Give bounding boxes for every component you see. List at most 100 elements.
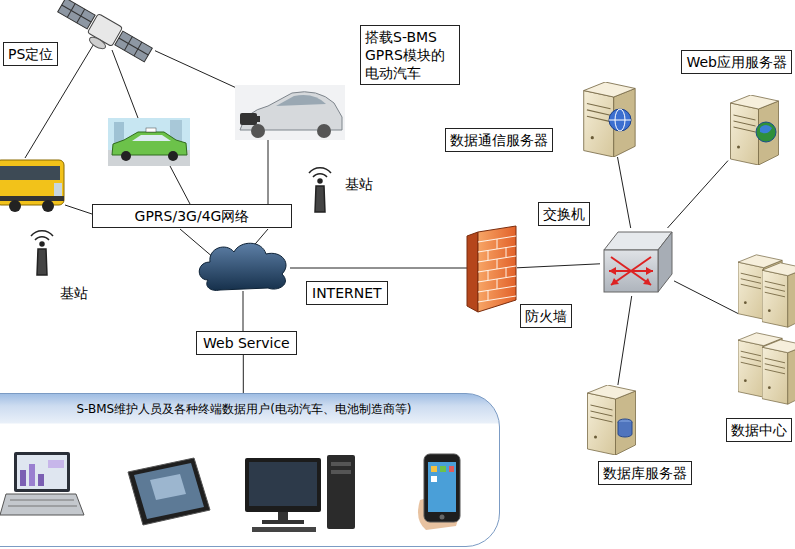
electric-car-icon: [251, 124, 265, 138]
panel-heading: S-BMS维护人员及各种终端数据用户(电动汽车、电池制造商等): [0, 394, 499, 417]
firewall-icon: [497, 279, 498, 289]
node-label: Web应用服务器: [681, 50, 792, 74]
bus-icon: [9, 200, 21, 212]
server-node: 数据库服务器: [585, 385, 640, 455]
switch-icon: [609, 267, 653, 285]
electric-car-icon: [235, 85, 345, 140]
taxi-icon: [146, 128, 156, 132]
taxi-icon: [132, 135, 171, 141]
base-station-icon: [31, 231, 53, 236]
switch-icon: [658, 232, 672, 292]
server-node: Web应用服务器: [728, 95, 783, 165]
taxi-icon: [121, 151, 131, 161]
data-center-icon: [762, 340, 795, 404]
server-icon: [731, 95, 779, 165]
switch-icon: [609, 267, 616, 275]
server-icon: [584, 82, 635, 157]
server-icon: [618, 422, 632, 437]
firewall-icon: [488, 270, 489, 280]
network-box: GPRS/3G/4G网络: [92, 204, 292, 228]
firewall-icon: [506, 247, 507, 257]
satellite-node: PS定位: [60, 0, 155, 58]
box-text: Web Service: [203, 334, 290, 352]
satellite-icon: [88, 35, 108, 51]
bus-icon: [0, 160, 64, 212]
base-station-icon: [315, 186, 325, 212]
bus-icon: [42, 200, 54, 212]
switch-icon: [604, 250, 658, 292]
network-label: INTERNET: [306, 281, 388, 305]
server-icon: [731, 95, 779, 165]
base-station-icon: [35, 237, 49, 240]
switch-icon: [604, 232, 672, 292]
base-station-icon: [309, 168, 331, 173]
satellite-icon: [52, 0, 154, 71]
electric-car-icon: [276, 95, 326, 106]
network-link: [618, 157, 631, 228]
server-icon: [609, 109, 631, 131]
network-link: [155, 51, 235, 88]
signal-lines: [243, 291, 244, 331]
electric-car-icon: [317, 124, 331, 138]
firewall-node: 防火墙: [467, 225, 517, 313]
server-icon: [584, 82, 635, 157]
network-link: [243, 355, 244, 393]
base-station-icon: [309, 168, 331, 212]
base-station-icon: [40, 242, 44, 246]
node-label: 交换机: [538, 202, 590, 226]
base-station-icon: [318, 179, 322, 183]
base-station-icon: [37, 249, 47, 275]
network-link: [674, 281, 738, 314]
switch-node: 交换机: [600, 228, 674, 296]
signal-lines: [25, 42, 467, 331]
firewall-icon: [478, 226, 516, 312]
switch-icon: [611, 278, 619, 285]
internet-cloud: [199, 243, 286, 290]
data-center-icon: [738, 255, 795, 404]
taxi-icon: [112, 132, 187, 155]
server-node: 数据通信服务器: [583, 82, 638, 157]
firewall-icon: [506, 267, 507, 277]
firewall-icon: [467, 226, 516, 312]
node-label: PS定位: [3, 42, 58, 66]
network-link: [668, 161, 729, 228]
firewall-icon: [497, 239, 498, 249]
base-station-icon: [313, 174, 327, 177]
network-link: [517, 264, 600, 268]
firewall-icon: [467, 232, 478, 312]
signal-lines: [180, 229, 214, 258]
signal-lines: [290, 268, 467, 269]
server-icon: [760, 125, 772, 133]
satellite-icon: [62, 5, 91, 22]
bus-icon: [0, 166, 60, 180]
firewall-icon: [478, 296, 516, 302]
server-icon: [588, 385, 636, 455]
switch-icon: [646, 267, 653, 275]
node-label: 防火墙: [520, 304, 572, 328]
electric-car-icon: [235, 85, 345, 140]
switch-icon: [609, 257, 653, 285]
station-label: 基站: [345, 175, 373, 193]
base-station-icon: [31, 231, 53, 275]
station-label: 基站: [60, 284, 88, 302]
electric-car-icon: [240, 92, 342, 130]
internet-cloud: [199, 243, 286, 290]
taxi-icon: [108, 118, 190, 166]
service-box: Web Service: [196, 331, 297, 355]
server-icon: [588, 385, 636, 455]
firewall-icon: [478, 236, 516, 302]
signal-lines: [170, 166, 190, 204]
satellite-icon: [119, 38, 148, 55]
signal-lines: [112, 50, 138, 118]
node-label: 数据通信服务器: [445, 128, 553, 152]
network-link: [618, 296, 632, 385]
server-icon: [609, 120, 631, 121]
electric-car-icon: [240, 113, 257, 125]
satellite-icon: [115, 31, 152, 62]
box-text: GPRS/3G/4G网络: [99, 207, 285, 225]
node-label: 数据库服务器: [598, 461, 692, 485]
user-panel: S-BMS维护人员及各种终端数据用户(电动汽车、电池制造商等): [0, 393, 500, 547]
node-label: 搭载S-BMS GPRS模块的 电动汽车: [360, 25, 460, 85]
bus-icon: [0, 160, 64, 205]
